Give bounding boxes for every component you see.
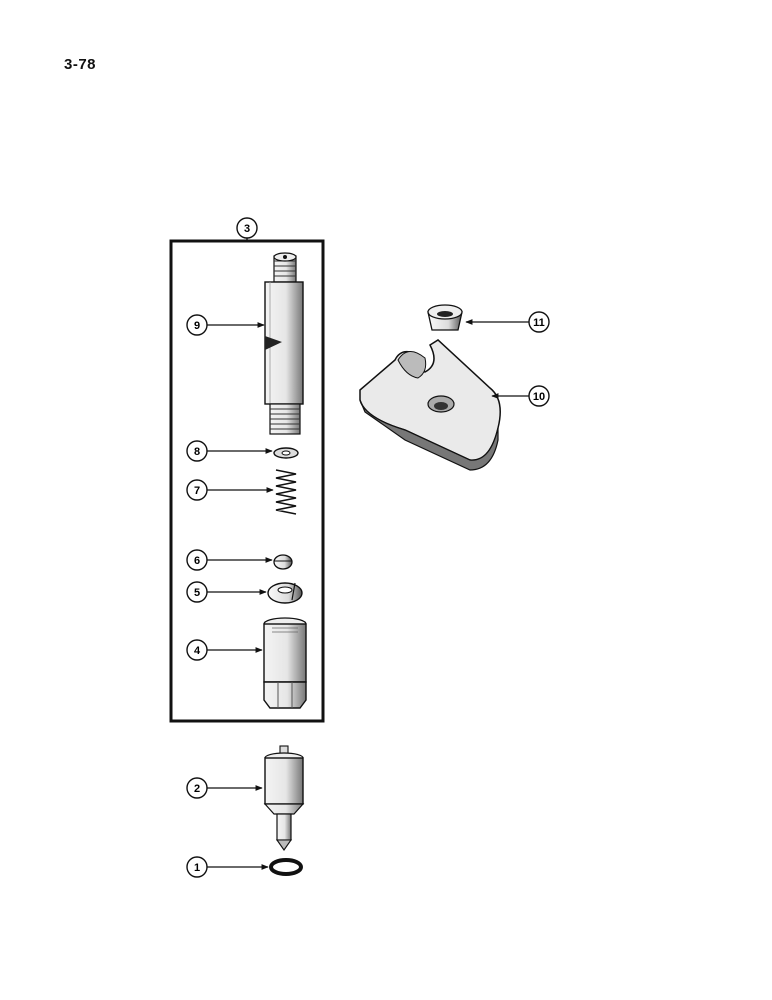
callout-5-label: 5 [194,587,200,599]
callout-5: 5 [186,581,267,603]
part-4-nozzle-nut [263,617,307,709]
callout-4-label: 4 [194,645,201,657]
callout-7-label: 7 [194,485,200,497]
part-7-spring [275,469,297,515]
callout-8-label: 8 [194,446,200,458]
page-number: 3-78 [64,56,97,73]
callout-11: 11 [465,311,550,333]
part-10-clamp [359,339,501,471]
callout-7: 7 [186,479,274,501]
part-9-injector-body [264,252,304,435]
callout-8: 8 [186,440,273,462]
callout-6-label: 6 [194,555,200,567]
callout-3-label: 3 [244,223,250,235]
part-2-nozzle [263,745,305,851]
callout-9-label: 9 [194,320,200,332]
part-11-washer [427,304,463,331]
part-5-washer [267,582,303,604]
part-1-seal-ring [269,858,303,876]
part-6-spindle [273,554,293,570]
callout-3: 3 [236,217,258,241]
callout-10-label: 10 [533,391,545,403]
callout-4: 4 [186,639,263,661]
callout-1-label: 1 [194,862,200,874]
callout-2: 2 [186,777,263,799]
callout-6: 6 [186,549,273,571]
callout-9: 9 [186,314,265,336]
callout-2-label: 2 [194,783,200,795]
callout-10: 10 [491,385,550,407]
callout-1: 1 [186,856,269,878]
part-8-shim [273,447,299,459]
callout-11-label: 11 [533,317,545,329]
